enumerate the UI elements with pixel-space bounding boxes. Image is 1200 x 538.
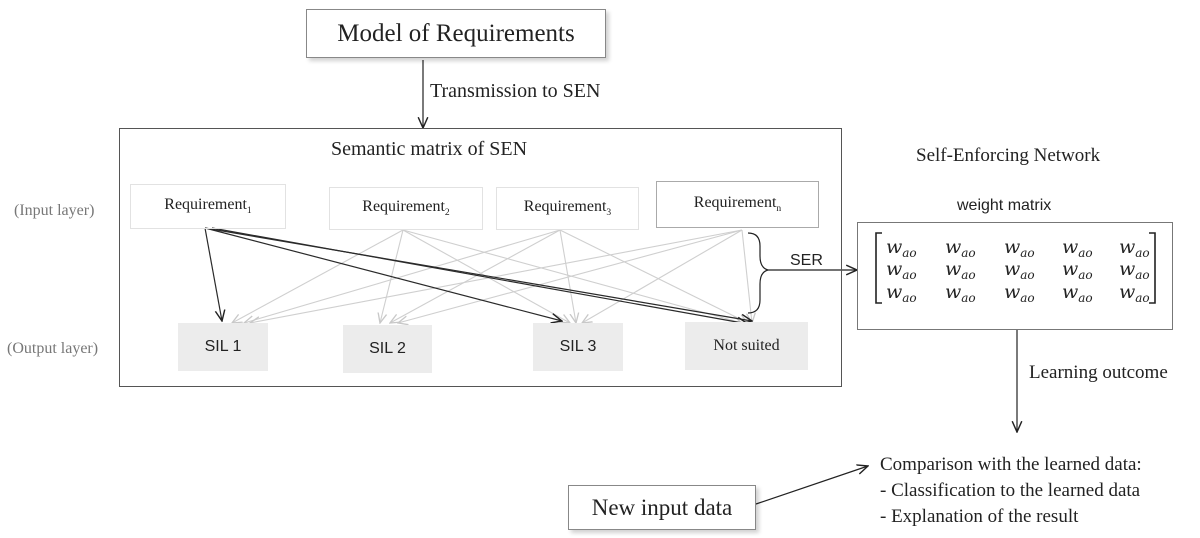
requirement-2-box: Requirement2 [329, 187, 483, 230]
output-not-suited: Not suited [685, 322, 808, 370]
requirement-2-label: Requirement2 [362, 198, 450, 219]
output-layer-label: (Output layer) [7, 340, 99, 357]
matrix-cell: wao [1004, 281, 1035, 305]
requirement-1-box: Requirement1 [130, 184, 286, 229]
new-input-label: New input data [591, 494, 733, 520]
matrix-cell: wao [1119, 258, 1150, 282]
matrix-cell: wao [945, 258, 976, 282]
output-sil-2-label: SIL 2 [369, 340, 406, 357]
matrix-cell: wao [1119, 236, 1150, 260]
output-sil-3-label: SIL 3 [559, 338, 597, 355]
requirement-1-label: Requirement1 [164, 196, 252, 217]
model-title: Model of Requirements [337, 19, 575, 47]
new-input-box: New input data [568, 485, 756, 530]
output-sil-3: SIL 3 [533, 323, 623, 371]
matrix-right-bracket [1149, 232, 1156, 304]
model-of-requirements-box: Model of Requirements [306, 9, 606, 58]
weight-matrix-label: weight matrix [957, 197, 1052, 214]
sen-title: Semantic matrix of SEN [331, 138, 528, 160]
matrix-cell: wao [945, 236, 976, 260]
comparison-title: Comparison with the learned data: [880, 454, 1142, 475]
matrix-cell: wao [886, 258, 917, 282]
network-title: Self-Enforcing Network [916, 145, 1101, 166]
requirement-3-box: Requirement3 [496, 187, 639, 230]
arrow-new-input [755, 466, 868, 505]
ser-label: SER [790, 252, 823, 269]
comparison-item-explanation: - Explanation of the result [880, 506, 1079, 527]
matrix-cell: wao [1004, 258, 1035, 282]
matrix-cell: wao [1119, 281, 1150, 305]
matrix-cell: wao [886, 281, 917, 305]
dark-connections [204, 227, 752, 324]
transmission-label: Transmission to SEN [430, 80, 601, 102]
matrix-cell: wao [886, 236, 917, 260]
matrix-cell: wao [1062, 281, 1093, 305]
learning-outcome-label: Learning outcome [1029, 362, 1168, 383]
sen-frame [119, 128, 842, 387]
matrix-cell: wao [945, 281, 976, 305]
output-not-suited-label: Not suited [713, 337, 780, 354]
comparison-item-classification: - Classification to the learned data [880, 480, 1141, 501]
matrix-cell: wao [1062, 236, 1093, 260]
matrix-cell: wao [1062, 258, 1093, 282]
output-sil-1-label: SIL 1 [204, 338, 242, 355]
requirement-n-label: Requirementn [693, 194, 782, 215]
requirement-3-label: Requirement3 [523, 198, 612, 219]
matrix-left-bracket [875, 232, 882, 304]
output-sil-1: SIL 1 [178, 323, 268, 371]
light-connections [232, 229, 752, 323]
requirement-n-box: Requirementn [656, 181, 819, 228]
comparison-block: Comparison with the learned data: - Clas… [880, 452, 1142, 530]
output-sil-2: SIL 2 [343, 325, 432, 373]
matrix-cell: wao [1004, 236, 1035, 260]
input-layer-label: (Input layer) [14, 202, 95, 219]
